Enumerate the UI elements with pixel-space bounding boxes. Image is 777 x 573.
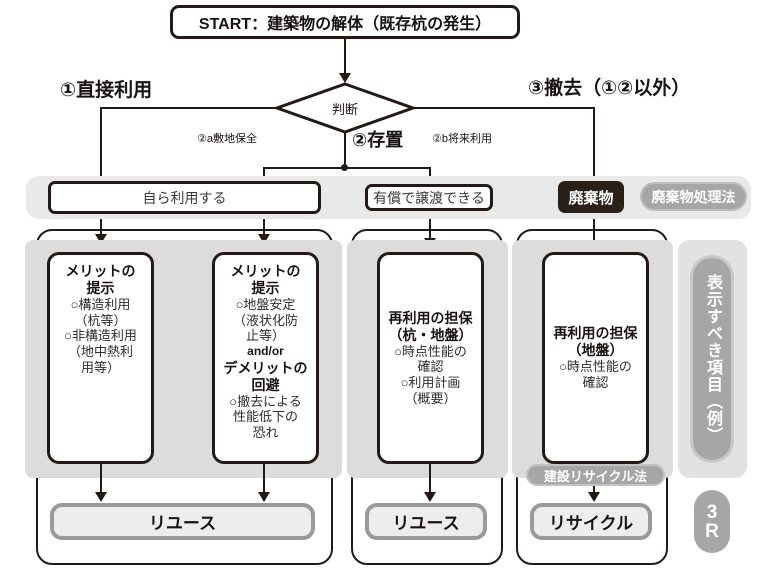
arrowhead-detail1-to-reuse [95,492,107,502]
option-paid-transfer-label: 有償で譲渡できる [373,189,485,206]
sidebar-3r-pill: 3 R [694,490,730,553]
option-waste: 廃棄物 [558,181,624,213]
detail-line-1-3: （地中熱利 [67,343,133,359]
detail-line-2-2: 止等） [245,328,285,344]
detail-line-1-0: ○構造利用 [70,297,131,313]
detail-line-1-1: （杭等） [74,312,127,328]
arrowhead-center-to-merit2 [258,234,270,244]
start-box: START：建築物の解体（既存杭の発生） [170,5,520,39]
connector-decision-center-v [344,132,346,168]
detail-title-3b: （杭・地盤） [388,326,473,343]
sidebar-3r-line2: R [705,520,719,542]
detail-line-1-2: ○非構造利用 [64,328,137,344]
sidebar-display-items-label: 表示すべき項目（例） [704,274,721,444]
detail-line2-2-0: ○撤去による [229,393,302,409]
detail-title2-2a: デメリットの [223,359,308,376]
detail-line-2-0: ○地盤安定 [235,297,296,313]
option-paid-transfer: 有償で譲渡できる [365,184,493,211]
outcome-recycle-label: リサイクル [548,514,634,533]
branch-sublabel-future-use: ②b将来利用 [432,133,492,145]
badge-construction-recycle-law: 建設リサイクル法 [526,464,665,486]
outcome-reuse-left: リユース [50,503,315,540]
connector-detail3-to-reuse [429,464,431,498]
option-self-use-label: 自ら利用する [142,189,227,206]
detail-andor-2: and/or [247,343,284,358]
detail-title-2a: メリットの [230,263,301,279]
detail-line-3-3: （概要） [404,390,457,406]
sidebar-3r-line1: 3 [706,501,718,523]
badge-construction-recycle-law-label: 建設リサイクル法 [543,468,648,484]
outcome-recycle: リサイクル [530,503,652,540]
detail-line-4-1: 確認 [582,375,609,391]
detail-box-structural-use: メリットの 提示 ○構造利用 （杭等） ○非構造利用 （地中熱利 用等） [47,252,154,464]
connector-decision-left-h [100,107,280,109]
connector-detail1-to-reuse [100,464,102,498]
connector-detail2-to-reuse [263,464,265,498]
connector-start-to-decision [344,39,346,75]
detail-title2-2b: 回避 [251,376,280,393]
detail-box-reuse-assurance-pile-ground: 再利用の担保 （杭・地盤） ○時点性能の 確認 ○利用計画 （概要） [377,252,484,464]
arrowhead-start-to-decision [339,73,351,83]
outcome-reuse-mid: リユース [365,503,487,540]
branch-label-retain: ②存置 [352,130,404,150]
detail-title-2b: 提示 [251,280,280,297]
badge-waste-disposal-law: 廃棄物処理法 [640,182,747,211]
detail-title-1a: メリットの [65,263,136,279]
detail-line-3-1: 確認 [417,359,444,375]
detail-line-1-4: 用等） [80,359,120,375]
arrowhead-left-to-merit1 [95,234,107,244]
detail-title-1b: 提示 [86,280,115,297]
arrowhead-detail3-to-reuse [424,492,436,502]
decision-label: 判断 [331,101,358,117]
start-label: START：建築物の解体（既存杭の発生） [198,16,492,33]
detail-line-3-2: ○利用計画 [400,375,461,391]
branch-sublabel-site-preservation: ②a敷地保全 [197,133,257,145]
connector-decision-left-v [100,107,102,238]
arrowhead-detail4-to-recycle [588,492,600,502]
outcome-reuse-mid-label: リユース [392,514,460,533]
connector-center-split-h [263,167,431,169]
detail-line2-2-2: 恐れ [252,424,279,440]
connector-decision-right-h [413,107,595,109]
option-self-use: 自ら利用する [48,181,321,214]
detail-title-3a: 再利用の担保 [388,309,473,326]
branch-label-direct-use: ①直接利用 [60,80,153,101]
detail-box-ground-stability: メリットの 提示 ○地盤安定 （液状化防 止等） and/or デメリットの 回… [212,252,319,464]
badge-waste-disposal-law-label: 廃棄物処理法 [651,188,736,205]
arrowhead-detail2-to-reuse [258,492,270,502]
detail-line-4-0: ○時点性能の [559,359,632,375]
detail-box-reuse-assurance-ground: 再利用の担保 （地盤） ○時点性能の 確認 [542,252,649,464]
detail-line2-2-1: 性能低下の [232,409,298,425]
detail-line-3-0: ○時点性能の [394,343,467,359]
sidebar-display-items-pill: 表示すべき項目（例） [690,255,734,463]
detail-title-4b: （地盤） [567,342,624,359]
option-waste-label: 廃棄物 [568,189,614,207]
outcome-reuse-left-label: リユース [148,514,217,533]
detail-title-4a: 再利用の担保 [553,325,638,342]
branch-label-removal: ③撤去（①②以外） [528,78,691,99]
detail-line-2-1: （液状化防 [232,312,298,328]
